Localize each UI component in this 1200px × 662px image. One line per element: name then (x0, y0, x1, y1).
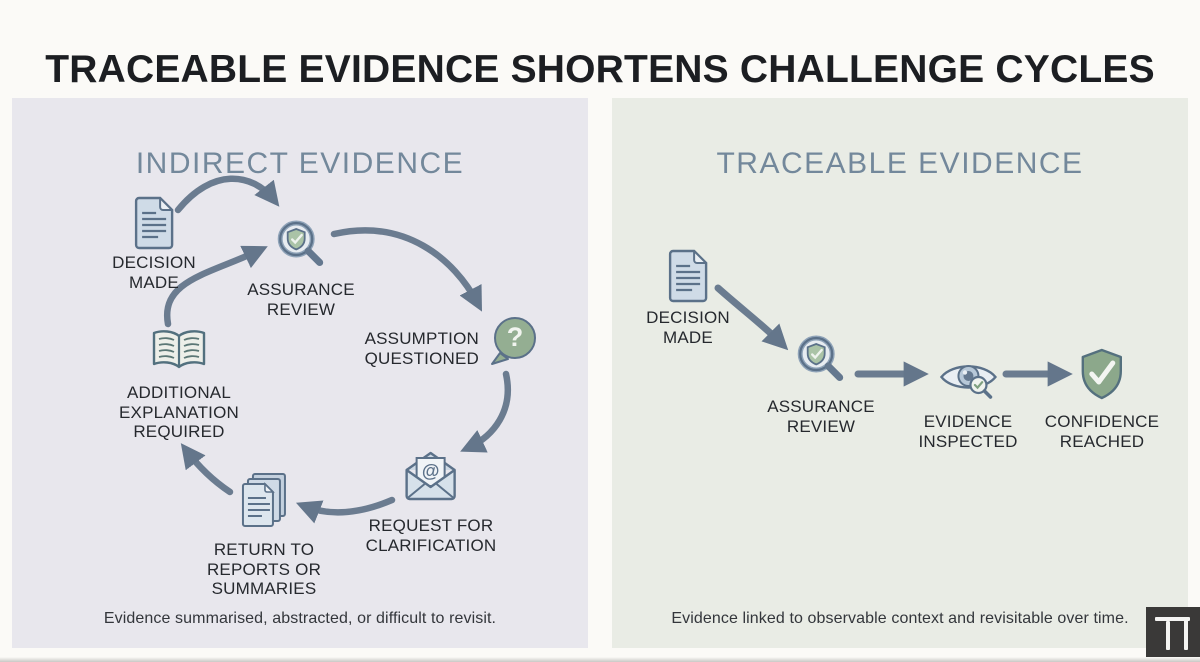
document-icon (666, 249, 710, 303)
node-assurance-review: ASSURANCE REVIEW (247, 218, 355, 319)
node-label: EVIDENCE INSPECTED (918, 412, 1018, 451)
magnifier-shield-icon (273, 218, 329, 274)
envelope-at-icon: @ (402, 450, 460, 502)
traceable-evidence-caption: Evidence linked to observable context an… (671, 610, 1129, 627)
question-bubble-icon: ? (487, 315, 539, 367)
magnifier-shield-icon (793, 333, 849, 389)
arrow-assurance-to-assumption (330, 227, 483, 312)
bottom-edge-shadow (0, 657, 1200, 662)
indirect-evidence-heading: INDIRECT EVIDENCE (135, 146, 465, 180)
node-assurance-review: ASSURANCE REVIEW (767, 333, 875, 436)
node-return-to-reports: RETURN TO REPORTS OR SUMMARIES (207, 472, 321, 599)
indirect-evidence-panel: INDIRECT EVIDENCE DECISION MADE (12, 98, 588, 648)
node-label: DECISION MADE (112, 253, 196, 292)
papers-stack-icon (239, 472, 289, 530)
page-title: TRACEABLE EVIDENCE SHORTENS CHALLENGE CY… (45, 48, 1155, 92)
node-additional-explanation: ADDITIONAL EXPLANATION REQUIRED (119, 328, 239, 442)
svg-text:?: ? (507, 322, 524, 352)
open-book-icon (150, 328, 208, 374)
node-label: CONFIDENCE REACHED (1044, 412, 1160, 451)
node-label: DECISION MADE (646, 308, 730, 347)
node-request-for-clarification: @ REQUEST FOR CLARIFICATION (366, 450, 497, 555)
node-label: ADDITIONAL EXPLANATION REQUIRED (119, 383, 239, 441)
node-assumption-questioned: ASSUMPTION QUESTIONED ? (324, 314, 539, 368)
ti-logo (1146, 607, 1200, 658)
traceable-evidence-heading: TRACEABLE EVIDENCE (716, 146, 1084, 180)
arrow-assumption-to-request (460, 370, 511, 453)
node-confidence-reached: CONFIDENCE REACHED (1045, 348, 1159, 451)
traceable-evidence-panel: TRACEABLE EVIDENCE DECISION MADE (612, 98, 1188, 648)
node-label: ASSUMPTION QUESTIONED (364, 329, 479, 368)
node-label: ASSURANCE REVIEW (247, 280, 355, 319)
ti-logo-top-bar (1155, 617, 1190, 621)
eye-inspect-icon (938, 358, 998, 402)
node-decision-made: DECISION MADE (112, 196, 196, 292)
svg-text:@: @ (422, 461, 440, 481)
node-evidence-inspected: EVIDENCE INSPECTED (918, 358, 1017, 451)
ti-logo-i-bar (1184, 618, 1188, 650)
node-label: ASSURANCE REVIEW (767, 397, 875, 436)
node-label: RETURN TO REPORTS OR SUMMARIES (206, 540, 322, 598)
document-icon (132, 196, 176, 250)
node-label: REQUEST FOR CLARIFICATION (365, 516, 497, 555)
shield-check-icon (1079, 348, 1125, 400)
node-decision-made: DECISION MADE (646, 249, 730, 347)
ti-logo-t-stem (1166, 621, 1170, 650)
indirect-evidence-caption: Evidence summarised, abstracted, or diff… (103, 610, 497, 627)
